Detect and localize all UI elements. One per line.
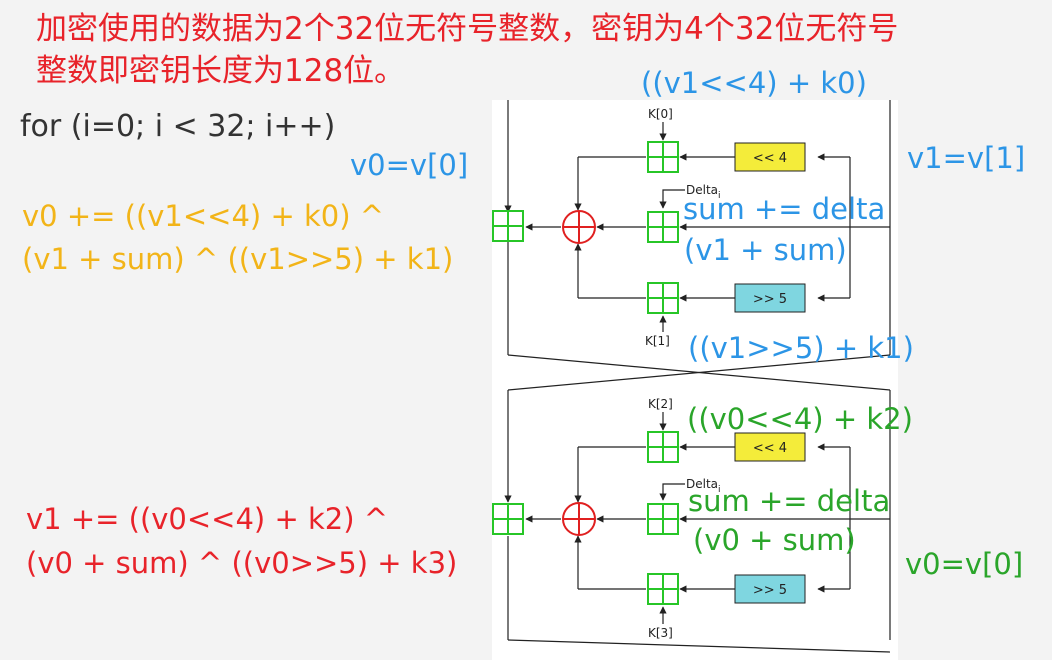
shl4-box-round1: << 4 [734, 142, 806, 172]
k2-label: K[2] [648, 397, 673, 411]
sum-expr-round1: sum += delta [683, 192, 886, 226]
shr5-box-round2: >> 5 [734, 574, 806, 604]
round-2-diagram [504, 390, 891, 653]
shr5-box-round1: >> 5 [734, 283, 806, 313]
header-line-2: 整数即密钥长度为128位。 [36, 53, 406, 89]
shl-expr-round1: ((v1<<4) + k0) [641, 66, 867, 100]
k3-label: K[3] [648, 626, 673, 640]
adder-shl-round1 [647, 141, 679, 173]
shl4-label: << 4 [753, 151, 787, 166]
diagram-panel [492, 100, 898, 660]
formula-round1-line1: v0 += ((v1<<4) + k0) ^ [22, 199, 385, 233]
shr5-label: >> 5 [753, 292, 787, 307]
adder-shr-round1 [647, 282, 679, 314]
sum-expr-round2: sum += delta [688, 484, 891, 518]
v0-label-round2: v0=v[0] [905, 547, 1024, 581]
formula-round2-line2: (v0 + sum) ^ ((v0>>5) + k3) [26, 546, 458, 580]
shr5-label: >> 5 [753, 583, 787, 598]
adder-sum-round2 [647, 503, 679, 535]
delta-label-round1: Deltai [686, 183, 721, 201]
adder-shr-round2 [647, 573, 679, 605]
v-sum-expr-round1: (v1 + sum) [684, 233, 847, 267]
shl4-label: << 4 [753, 441, 787, 456]
v-sum-expr-round2: (v0 + sum) [693, 523, 856, 557]
k0-label: K[0] [648, 107, 673, 121]
adder-shl-round2 [647, 431, 679, 463]
shl-expr-round2: ((v0<<4) + k2) [687, 402, 913, 436]
shl4-box-round2: << 4 [734, 432, 806, 462]
adder-left-round1 [492, 210, 524, 242]
shr-expr-round1: ((v1>>5) + k1) [688, 331, 914, 365]
formula-round2-line1: v1 += ((v0<<4) + k2) ^ [26, 502, 389, 536]
v0-label-round1: v0=v[0] [350, 148, 469, 182]
adder-sum-round1 [647, 211, 679, 243]
delta-label-round2: Deltai [686, 477, 721, 495]
loop-text: for (i=0; i < 32; i++) [20, 109, 336, 144]
round-1-diagram [504, 100, 891, 391]
k1-label: K[1] [645, 334, 670, 348]
xor-round2 [562, 502, 596, 536]
xor-round1 [562, 210, 596, 244]
adder-left-round2 [492, 503, 524, 535]
header-line-1: 加密使用的数据为2个32位无符号整数，密钥为4个32位无符号 [36, 11, 899, 47]
formula-round1-line2: (v1 + sum) ^ ((v1>>5) + k1) [22, 242, 454, 276]
v1-label-round1: v1=v[1] [907, 141, 1026, 175]
